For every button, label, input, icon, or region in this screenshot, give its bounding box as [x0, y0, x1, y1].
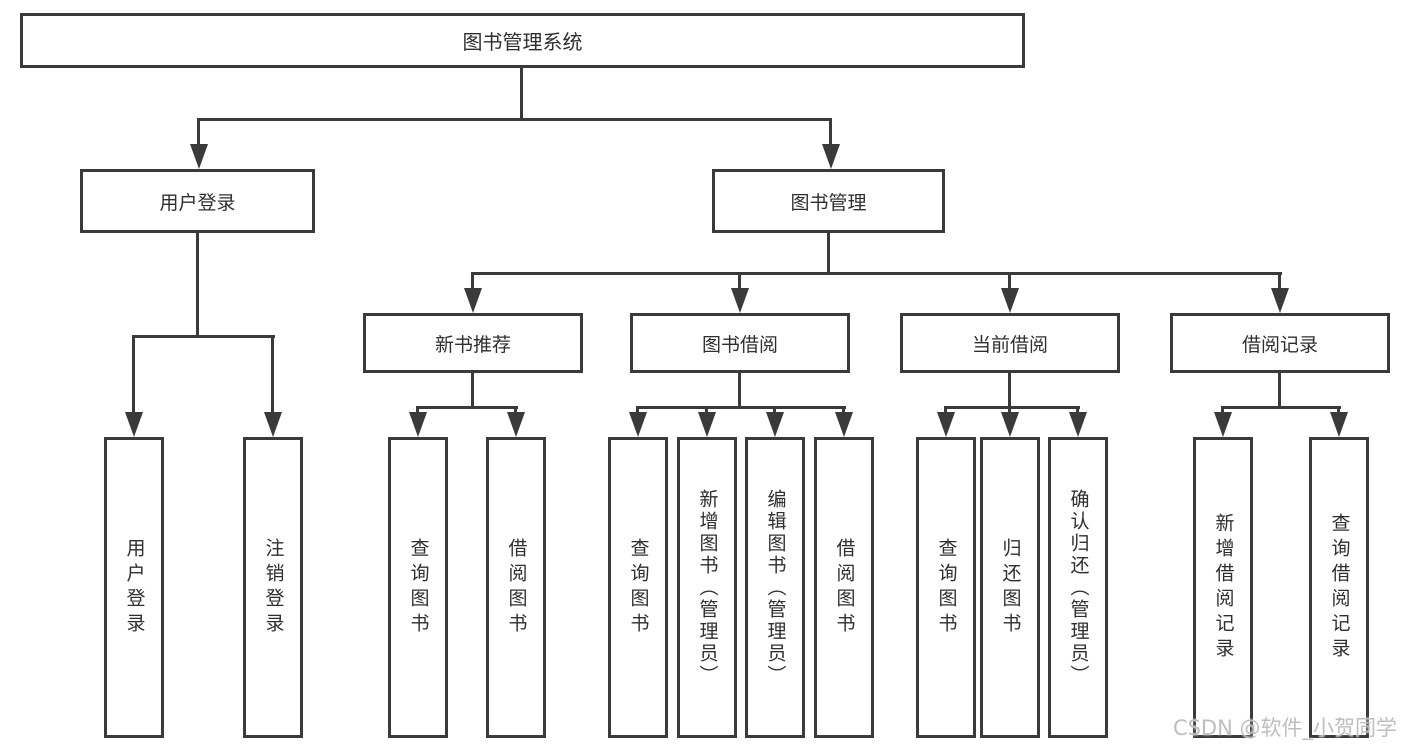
connector-arrowhead — [698, 412, 716, 437]
leaf-current-confirm-return-admin: 确认归还（管理员） — [1048, 437, 1108, 738]
node-label: 查询图书 — [627, 537, 650, 638]
leaf-borrowing-borrow-books: 借阅图书 — [814, 437, 874, 738]
node-book-borrowing: 图书借阅 — [630, 313, 850, 373]
connector-line — [1278, 371, 1281, 409]
leaf-newbook-query-books: 查询图书 — [388, 437, 448, 738]
node-label: 用户登录 — [159, 191, 236, 214]
leaf-borrowing-add-books-admin: 新增图书（管理员） — [677, 437, 737, 738]
connector-line — [773, 406, 776, 416]
connector-arrowhead — [464, 288, 482, 313]
leaf-borrowing-edit-books-admin: 编辑图书（管理员） — [745, 437, 805, 738]
connector-arrowhead — [1001, 288, 1019, 313]
node-label: 确认归还（管理员） — [1067, 488, 1090, 687]
leaf-borrowing-query-books: 查询图书 — [608, 437, 668, 738]
node-label: 当前借阅 — [971, 333, 1048, 356]
connector-line — [471, 272, 1282, 275]
node-label: 归还图书 — [999, 537, 1022, 638]
node-book-management: 图书管理 — [712, 169, 945, 233]
connector-line — [197, 118, 832, 121]
connector-line — [132, 335, 275, 338]
connector-arrowhead — [822, 144, 840, 169]
connector-line — [1221, 406, 1224, 416]
connector-line — [842, 406, 845, 416]
leaf-records-add-borrow-record: 新增借阅记录 — [1193, 437, 1253, 738]
connector-arrowhead — [125, 412, 143, 437]
node-user-login-group: 用户登录 — [80, 169, 315, 233]
connector-line — [197, 118, 200, 148]
connector-line — [829, 118, 832, 148]
connector-line — [1337, 406, 1340, 416]
leaf-user-login: 用户登录 — [104, 437, 164, 738]
connector-line — [132, 335, 135, 414]
connector-arrowhead — [766, 412, 784, 437]
connector-line — [636, 406, 846, 409]
connector-arrowhead — [507, 412, 525, 437]
connector-line — [1221, 406, 1341, 409]
connector-line — [1008, 272, 1011, 290]
connector-arrowhead — [190, 144, 208, 169]
node-borrowing-records: 借阅记录 — [1170, 313, 1390, 373]
node-label: 借阅记录 — [1241, 333, 1318, 356]
connector-line — [416, 406, 419, 416]
connector-arrowhead — [264, 412, 282, 437]
node-label: 查询图书 — [407, 537, 430, 638]
connector-arrowhead — [731, 288, 749, 313]
leaf-current-query-books: 查询图书 — [916, 437, 976, 738]
connector-line — [1008, 406, 1011, 416]
connector-line — [196, 231, 199, 335]
node-label: 图书借阅 — [701, 333, 778, 356]
node-label: 注销登录 — [262, 537, 285, 638]
connector-line — [1278, 272, 1281, 290]
connector-line — [520, 66, 523, 120]
connector-line — [514, 406, 517, 416]
connector-line — [636, 406, 639, 416]
node-label: 查询图书 — [935, 537, 958, 638]
connector-line — [944, 406, 947, 416]
node-label: 新增借阅记录 — [1212, 512, 1235, 663]
connector-line — [827, 231, 830, 272]
leaf-newbook-borrow-books: 借阅图书 — [486, 437, 546, 738]
node-label: 借阅图书 — [833, 537, 856, 638]
connector-arrowhead — [937, 412, 955, 437]
node-label: 图书管理 — [790, 191, 867, 214]
node-new-book-recommendation: 新书推荐 — [363, 313, 583, 373]
connector-arrowhead — [1001, 412, 1019, 437]
node-label: 用户登录 — [123, 537, 146, 638]
node-label: 图书管理系统 — [462, 30, 583, 54]
node-label: 新书推荐 — [434, 333, 511, 356]
connector-arrowhead — [629, 412, 647, 437]
node-current-borrowing: 当前借阅 — [900, 313, 1120, 373]
connector-line — [471, 272, 474, 290]
connector-line — [416, 406, 518, 409]
connector-line — [738, 272, 741, 290]
node-label: 编辑图书（管理员） — [764, 488, 787, 687]
connector-line — [271, 335, 274, 414]
connector-arrowhead — [1330, 412, 1348, 437]
connector-arrowhead — [835, 412, 853, 437]
connector-line — [944, 406, 1080, 409]
connector-arrowhead — [1069, 412, 1087, 437]
connector-arrowhead — [409, 412, 427, 437]
node-label: 借阅图书 — [505, 537, 528, 638]
node-label: 查询借阅记录 — [1328, 512, 1351, 663]
csdn-watermark: CSDN @软件_小贺同学 — [1172, 716, 1397, 740]
connector-arrowhead — [1271, 288, 1289, 313]
connector-line — [738, 371, 741, 409]
node-label: 新增图书（管理员） — [696, 488, 719, 687]
connector-line — [1076, 406, 1079, 416]
connector-line — [471, 371, 474, 409]
connector-arrowhead — [1214, 412, 1232, 437]
leaf-logout: 注销登录 — [243, 437, 303, 738]
connector-line — [1008, 371, 1011, 409]
leaf-records-query-borrow-record: 查询借阅记录 — [1309, 437, 1369, 738]
node-root-library-management-system: 图书管理系统 — [20, 13, 1025, 68]
leaf-current-return-books: 归还图书 — [980, 437, 1040, 738]
connector-line — [705, 406, 708, 416]
